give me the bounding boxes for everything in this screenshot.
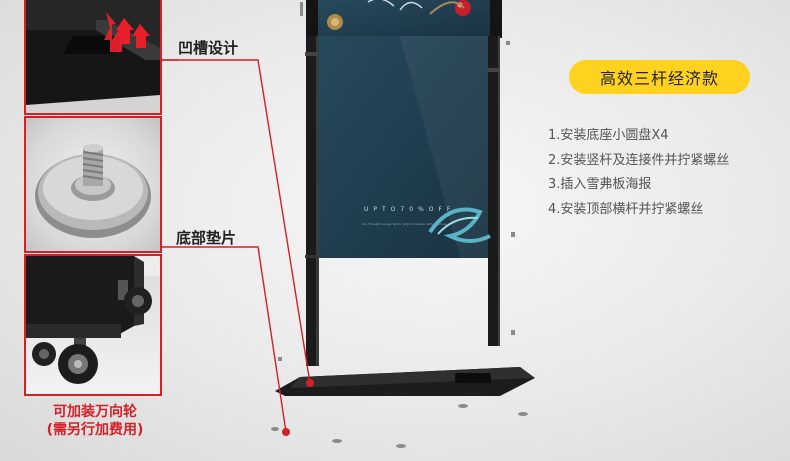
pad-detail-photo [24, 116, 162, 253]
poster-sale-tag: UPTO70%OFF [364, 206, 456, 213]
wheels-detail-photo [24, 254, 162, 396]
detail-photo-column [24, 0, 162, 396]
caster-wheels-extra-fee-note: (需另行加费用) [46, 422, 144, 438]
poster-small-print: You Thought Gauge Tends, Jelly morrissue… [362, 222, 448, 226]
groove-design-caption: 凹槽设计 [178, 39, 239, 57]
bottom-pad-caption: 底部垫片 [176, 229, 237, 247]
model-badge: 高效三杆经济款 [569, 60, 750, 94]
install-step: 4.安装顶部横杆并拧紧螺丝 [548, 201, 704, 217]
install-steps-list: 1.安装底座小圆盘X4 2.安装竖杆及连接件并拧紧螺丝 3.插入雪弗板海报 4.… [548, 124, 729, 222]
install-step: 1.安装底座小圆盘X4 [548, 128, 669, 143]
install-step: 3.插入雪弗板海报 [548, 177, 652, 192]
install-step: 2.安装竖杆及连接件并拧紧螺丝 [548, 152, 730, 168]
caster-wheels-caption: 可加装万向轮 [53, 404, 137, 420]
groove-detail-photo [24, 0, 162, 115]
